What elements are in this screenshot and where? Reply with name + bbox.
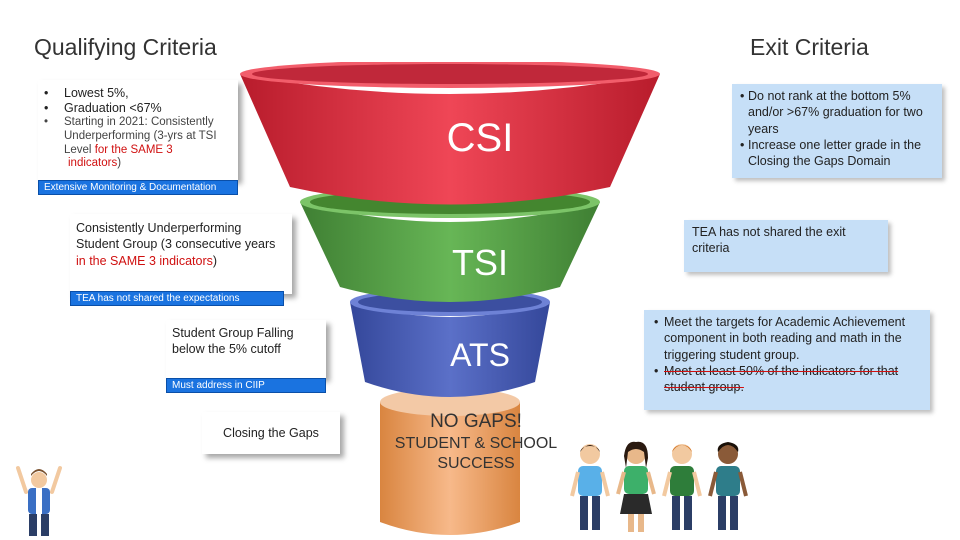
csi-item-2: Graduation <67% [42,101,234,116]
funnel-label-tsi: TSI [451,242,508,283]
student-1 [570,444,610,530]
student-4 [708,442,748,530]
exit-csi-callout: Do not rank at the bottom 5% and/or >67%… [732,84,942,178]
base-line-3: SUCCESS [437,454,515,472]
exit-csi-item-2: Increase one letter grade in the Closing… [738,137,936,170]
funnel-label-csi: CSI [446,116,514,160]
funnel-graphic [240,62,660,535]
csi-qualifying-box: Lowest 5%, Graduation <67% Starting in 2… [38,80,238,180]
base-line-2: STUDENT & SCHOOL [394,434,558,452]
funnel-base [380,388,520,535]
students-group-icon [570,441,748,532]
exit-csi-item-1: Do not rank at the bottom 5% and/or >67%… [738,88,936,137]
funnel-csi [240,62,660,205]
exit-criteria-heading: Exit Criteria [750,34,869,60]
csi-item-3-end: ) [117,157,122,170]
funnel-base-text: NO GAPS! STUDENT & SCHOOL SUCCESS [388,410,564,474]
exit-tsi-callout: TEA has not shared the exit criteria [684,220,888,272]
qualifying-criteria-heading: Qualifying Criteria [34,34,217,60]
cheering-person-icon [16,466,62,536]
exit-ats-item-2: Meet at least 50% of the indicators for … [652,363,922,396]
tsi-qualifying-box: Consistently Underperforming Student Gro… [70,214,292,294]
csi-item-1: Lowest 5%, [42,86,234,101]
csi-item-3-red-2: indicators [68,157,118,170]
closing-gaps-box: Closing the Gaps [202,412,340,454]
tsi-text-end: ) [212,253,218,268]
exit-ats-callout: Meet the targets for Academic Achievemen… [644,310,930,410]
exit-ats-item-1: Meet the targets for Academic Achievemen… [652,314,922,363]
tsi-text: Consistently Underperforming Student Gro… [76,221,276,252]
csi-item-3-red: for the SAME 3 [94,143,173,156]
ats-ciip-bar: Must address in CIIP [166,378,326,393]
csi-monitoring-bar: Extensive Monitoring & Documentation [38,180,238,195]
student-2 [616,441,656,532]
csi-item-3: Starting in 2021: Consistently Underperf… [42,116,234,171]
tsi-text-red: in the SAME 3 indicators [76,253,213,268]
tsi-expectations-bar: TEA has not shared the expectations [70,291,284,306]
csi-item-3-text: Starting in 2021: Consistently Underperf… [64,116,217,156]
funnel-label-ats: ATS [450,337,510,373]
student-3 [662,444,702,530]
base-line-1: NO GAPS! [430,411,522,432]
ats-qualifying-box: Student Group Falling below the 5% cutof… [166,320,326,378]
